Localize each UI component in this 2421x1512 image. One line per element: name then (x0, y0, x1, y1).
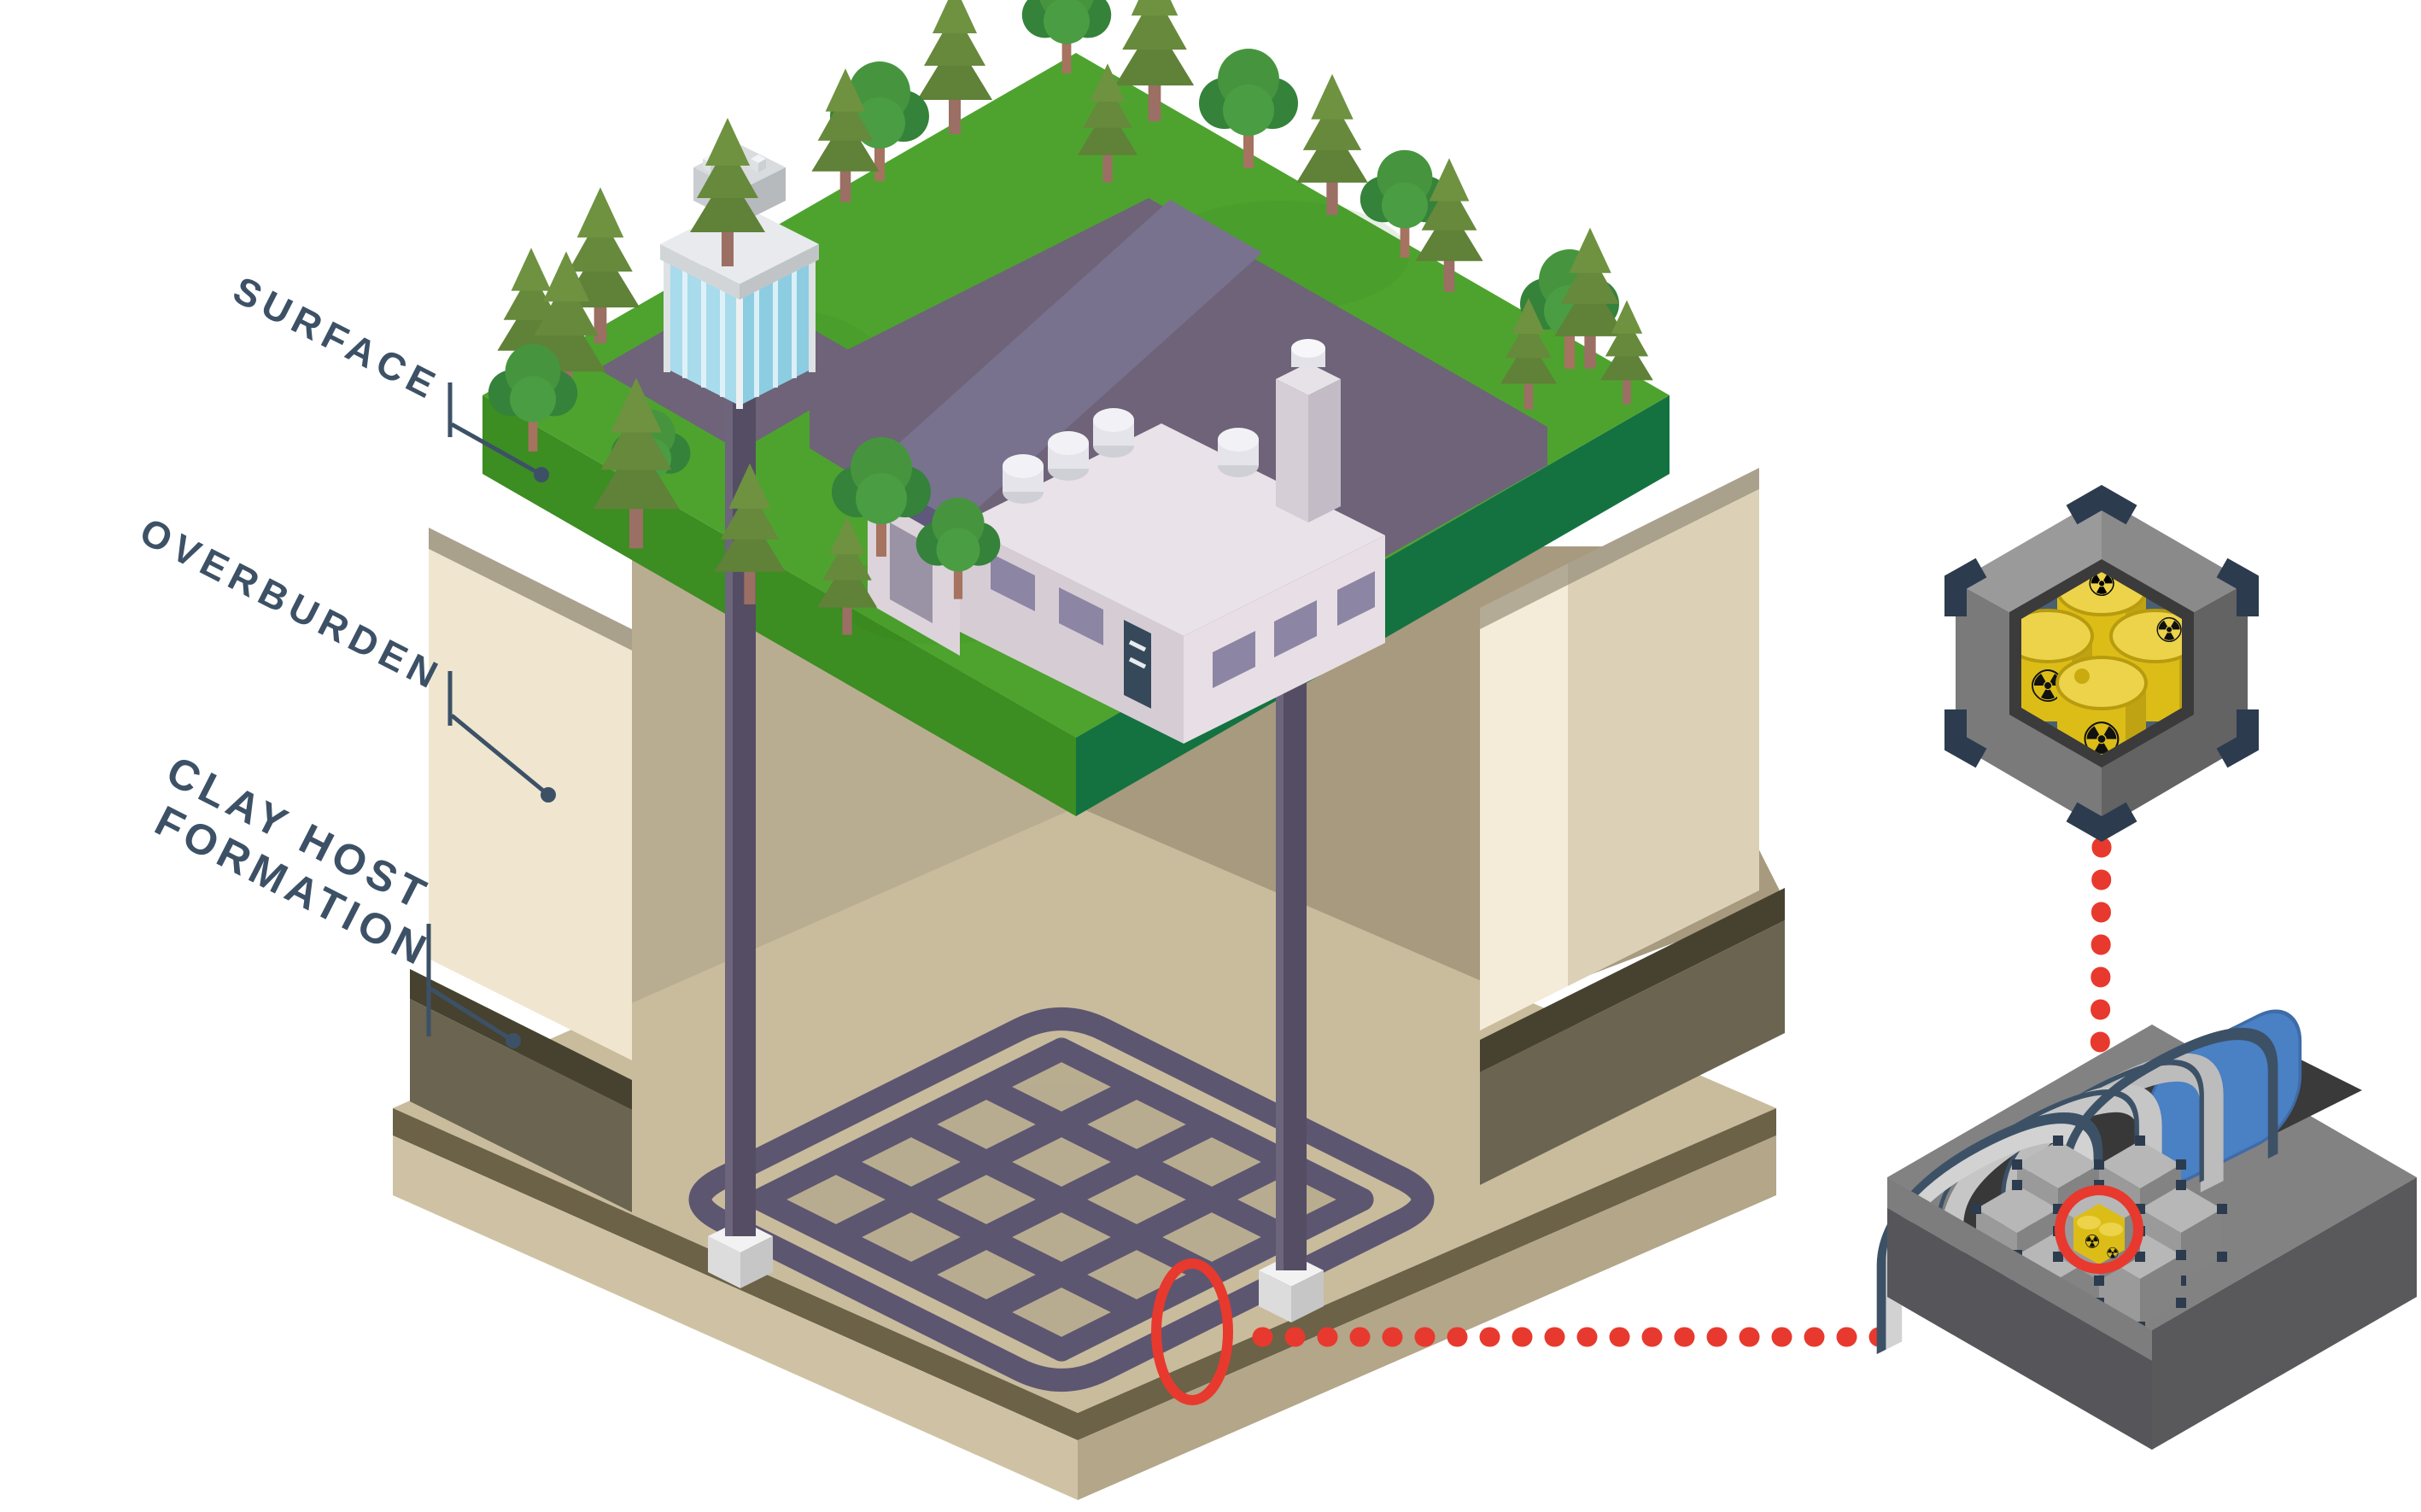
waste-package-stack: ☢ ☢ (1971, 1135, 2227, 1332)
front-wall-face (1887, 1208, 2152, 1450)
glass-streaks (682, 261, 797, 397)
clay-top-right (1480, 888, 1785, 1072)
clay-face-right (1480, 920, 1785, 1185)
roof-vent (1048, 431, 1089, 481)
clay-host-layer (410, 888, 1785, 1212)
windows (991, 553, 1375, 688)
frame-post (809, 248, 816, 372)
clay-top-left (410, 969, 632, 1110)
overburden-label-text: OVERBURDEN (133, 509, 450, 699)
leader-dot (541, 787, 556, 803)
disposal-tunnel-inset: ☢ ☢ (1876, 1009, 2417, 1450)
radioactive-icon: ☢ (2154, 611, 2184, 651)
floor-edge-right (1078, 1135, 1776, 1500)
floor-edge-left (393, 1135, 1078, 1500)
roof-vent (1218, 428, 1259, 477)
leader-line (450, 422, 543, 477)
highlight-circle-tunnel-segment (1151, 1258, 1233, 1405)
surface-facility-building (868, 200, 1385, 744)
tunnel-grid (688, 1007, 1435, 1392)
leader-line (429, 986, 515, 1043)
highlight-circle-package (2055, 1185, 2143, 1274)
roof-vent (1003, 454, 1044, 504)
roof-vent (1093, 408, 1134, 458)
leader-dot (534, 467, 549, 482)
overburden-top-left (429, 528, 632, 651)
tunnel-grid-lines-b (749, 1037, 1374, 1362)
overburden-top-right-inner (1480, 563, 1568, 629)
slab-edge-right (740, 244, 819, 300)
leader-line (450, 714, 550, 797)
waste-container-inset: ☢ ☢ ☢ ☢ (1944, 485, 2259, 842)
tunnel-loop (688, 1007, 1435, 1392)
clay-face-left (410, 999, 632, 1212)
overburden-face-right (1568, 489, 1759, 986)
hall-roof (868, 200, 1262, 524)
leader-dot (506, 1033, 521, 1048)
radioactive-icon: ☢ (2106, 1245, 2120, 1263)
overburden-top-right (1568, 468, 1759, 585)
radioactive-icon: ☢ (2084, 1232, 2101, 1253)
front-wall-top (1887, 1177, 2152, 1361)
overburden-layer (429, 468, 1759, 1060)
container-corner-brackets (1944, 485, 2259, 842)
slab-edge-left (660, 244, 740, 300)
frame-post (664, 248, 670, 372)
tunnel-block-right (2152, 1177, 2417, 1450)
chimney (1276, 339, 1341, 522)
pad-connector-path (864, 343, 999, 410)
surface-label-text: SURFACE (226, 268, 447, 409)
overburden-face-left (429, 549, 632, 1060)
door-panels (1128, 639, 1147, 669)
overburden-face-right-inner (1480, 585, 1568, 1030)
frame-post (736, 285, 743, 409)
